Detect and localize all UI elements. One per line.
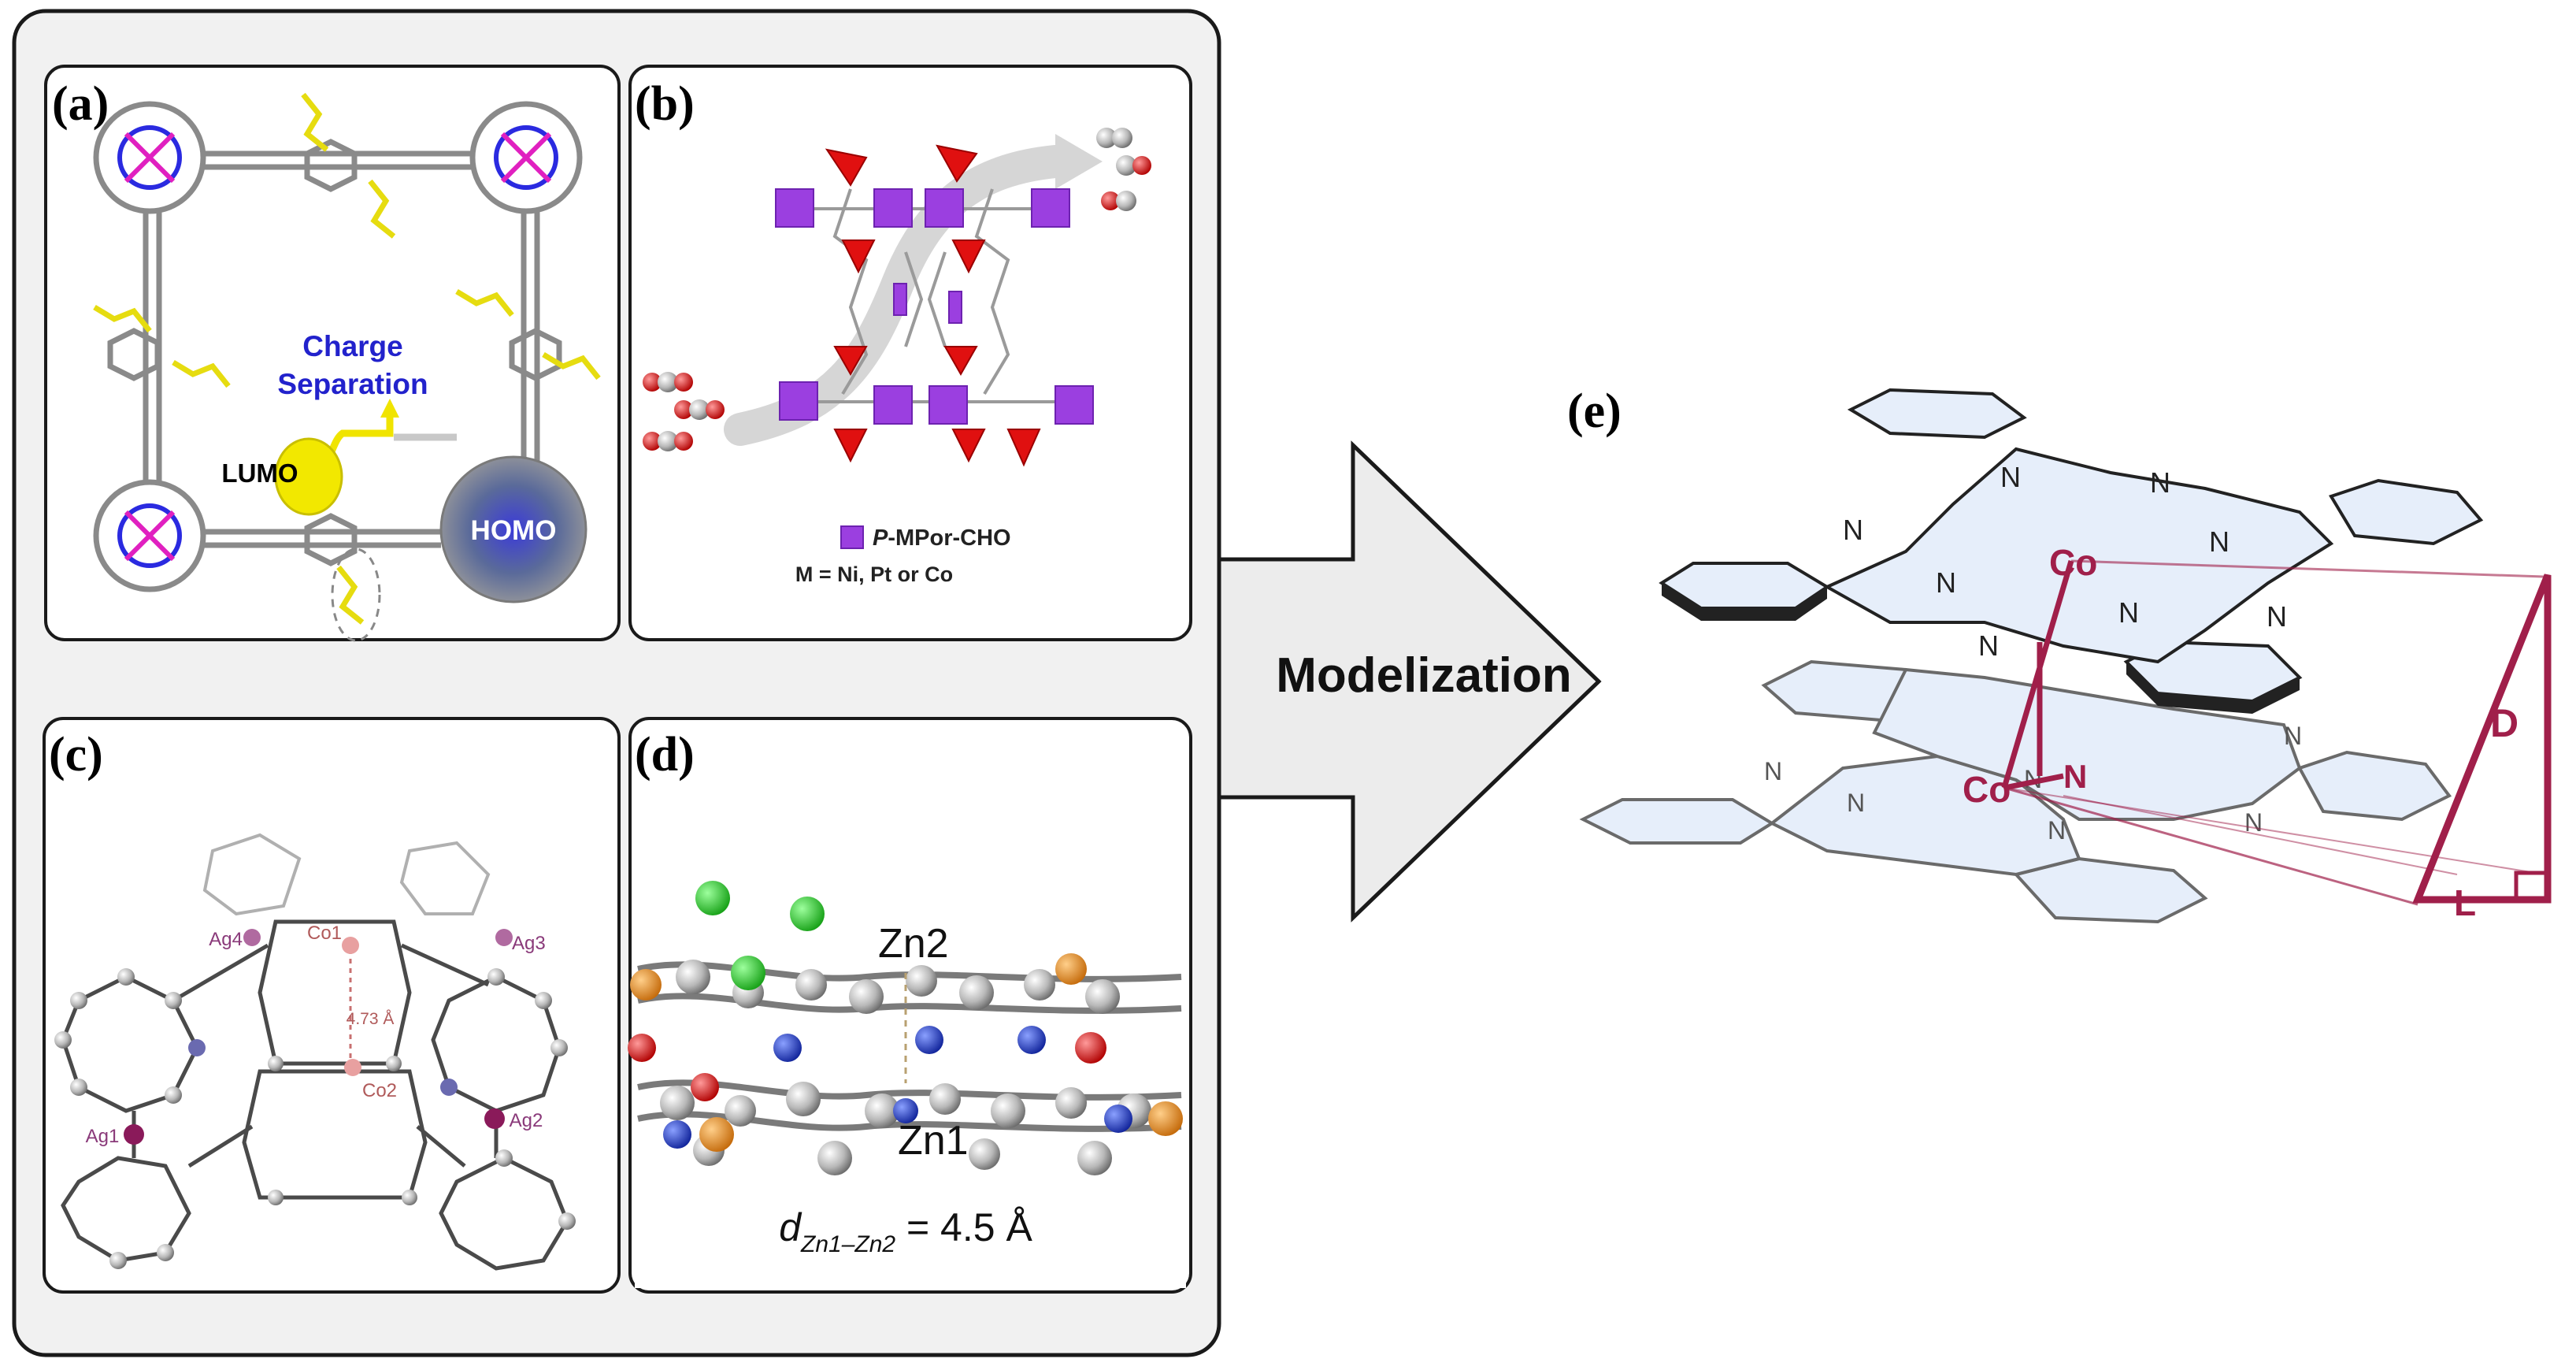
modelization-arrow: Modelization <box>1217 440 1602 923</box>
svg-text:N: N <box>1936 566 1956 599</box>
crystal-faint-bonds <box>202 833 491 916</box>
porphyrin-top-left <box>93 101 206 214</box>
dimension-d-label: D <box>2490 701 2519 745</box>
porphyrin-top-right <box>469 101 583 214</box>
framework-lattice <box>795 188 1055 403</box>
side-chains-yellow <box>93 92 601 625</box>
svg-text:N: N <box>2048 816 2066 845</box>
charge-separation-line1: Charge <box>302 330 402 362</box>
panel-c: (c) <box>43 717 621 1294</box>
atom-label-co1: Co1 <box>307 923 342 944</box>
atom-label-ag4: Ag4 <box>209 929 243 950</box>
panel-b: (b) <box>628 65 1192 641</box>
panel-e-label: (e) <box>1567 384 1622 438</box>
panel-e: (e) N N N N N N <box>1567 384 2552 924</box>
atom-label-ag2: Ag2 <box>510 1110 543 1131</box>
ag2-atom <box>484 1108 505 1129</box>
bottom-n-labels: N N N N N N <box>1764 722 2302 845</box>
top-ring-shadows <box>1662 583 2300 714</box>
porphyrin-bottom-left <box>93 479 206 592</box>
panel-d: (d) <box>628 717 1192 1294</box>
dimension-triangle <box>2412 574 2552 904</box>
porphyrin-nodes <box>775 188 1094 425</box>
dashed-highlight <box>331 548 381 642</box>
flow-arrowhead <box>1055 134 1103 189</box>
legend-line1: P-MPor-CHO <box>873 525 1011 551</box>
charge-separation-line2: Separation <box>277 368 428 400</box>
svg-text:N: N <box>2000 461 2021 493</box>
svg-text:N: N <box>1843 514 1863 546</box>
svg-text:N: N <box>2118 596 2139 629</box>
atom-label-ag1: Ag1 <box>86 1126 120 1147</box>
zn2-label: Zn2 <box>878 921 949 967</box>
svg-text:N: N <box>1978 629 1999 662</box>
panel-c-label: (c) <box>49 728 103 782</box>
top-n-labels: N N N N N N N N <box>1843 461 2287 662</box>
ag4-atom <box>243 929 261 946</box>
top-macrocycle <box>1659 388 2484 704</box>
svg-text:N: N <box>1847 789 1865 817</box>
panel-a: (a) <box>44 65 621 642</box>
distance-caption: dZn1–Zn2 = 4.5 Å <box>779 1205 1032 1257</box>
svg-text:N: N <box>1764 757 1782 785</box>
ag3-atom <box>495 929 513 946</box>
panel-d-label: (d) <box>635 728 695 782</box>
svg-text:N: N <box>2209 525 2229 558</box>
co2-atom <box>344 1059 361 1076</box>
crystal-atoms <box>54 968 576 1269</box>
gas-molecules-left <box>643 372 725 451</box>
co-top-label: Co <box>2049 542 2097 583</box>
panel-a-label: (a) <box>52 77 109 131</box>
right-angle-marker <box>2514 871 2548 900</box>
gas-molecules-right <box>1096 128 1151 211</box>
atom-label-ag3: Ag3 <box>512 933 546 954</box>
atom-label-distance: 4.73 Å <box>347 1010 395 1028</box>
ag1-atom <box>124 1124 144 1145</box>
dimension-lines <box>2001 559 2544 906</box>
distance-caption-bg <box>635 1178 1186 1288</box>
panel-b-label: (b) <box>635 77 695 131</box>
svg-text:N: N <box>2284 722 2302 750</box>
dimension-l-label: L <box>2454 882 2476 923</box>
co1-atom <box>342 937 359 954</box>
atom-label-co2: Co2 <box>362 1080 397 1101</box>
atom-spheres-grey <box>660 960 1151 1175</box>
charge-arrowhead <box>380 399 399 418</box>
co-bottom-label: Co <box>1963 769 2011 810</box>
modelization-label: Modelization <box>1276 648 1571 703</box>
legend-line2: M = Ni, Pt or Co <box>795 562 953 586</box>
bottom-macrocycle <box>1579 659 2452 924</box>
svg-text:N: N <box>2267 600 2287 633</box>
n-atom-marker: N <box>2063 758 2087 795</box>
svg-text:N: N <box>2150 466 2170 499</box>
lumo-label: LUMO <box>221 459 298 488</box>
linker-nodes <box>825 144 1041 467</box>
lumo-lobe <box>274 437 343 516</box>
homo-label: HOMO <box>471 515 557 546</box>
svg-text:N: N <box>2244 808 2263 837</box>
legend-swatch <box>840 525 864 549</box>
homo-cluster <box>439 455 587 603</box>
atom-spheres-colored <box>628 881 1183 1152</box>
zn1-label: Zn1 <box>898 1118 969 1164</box>
